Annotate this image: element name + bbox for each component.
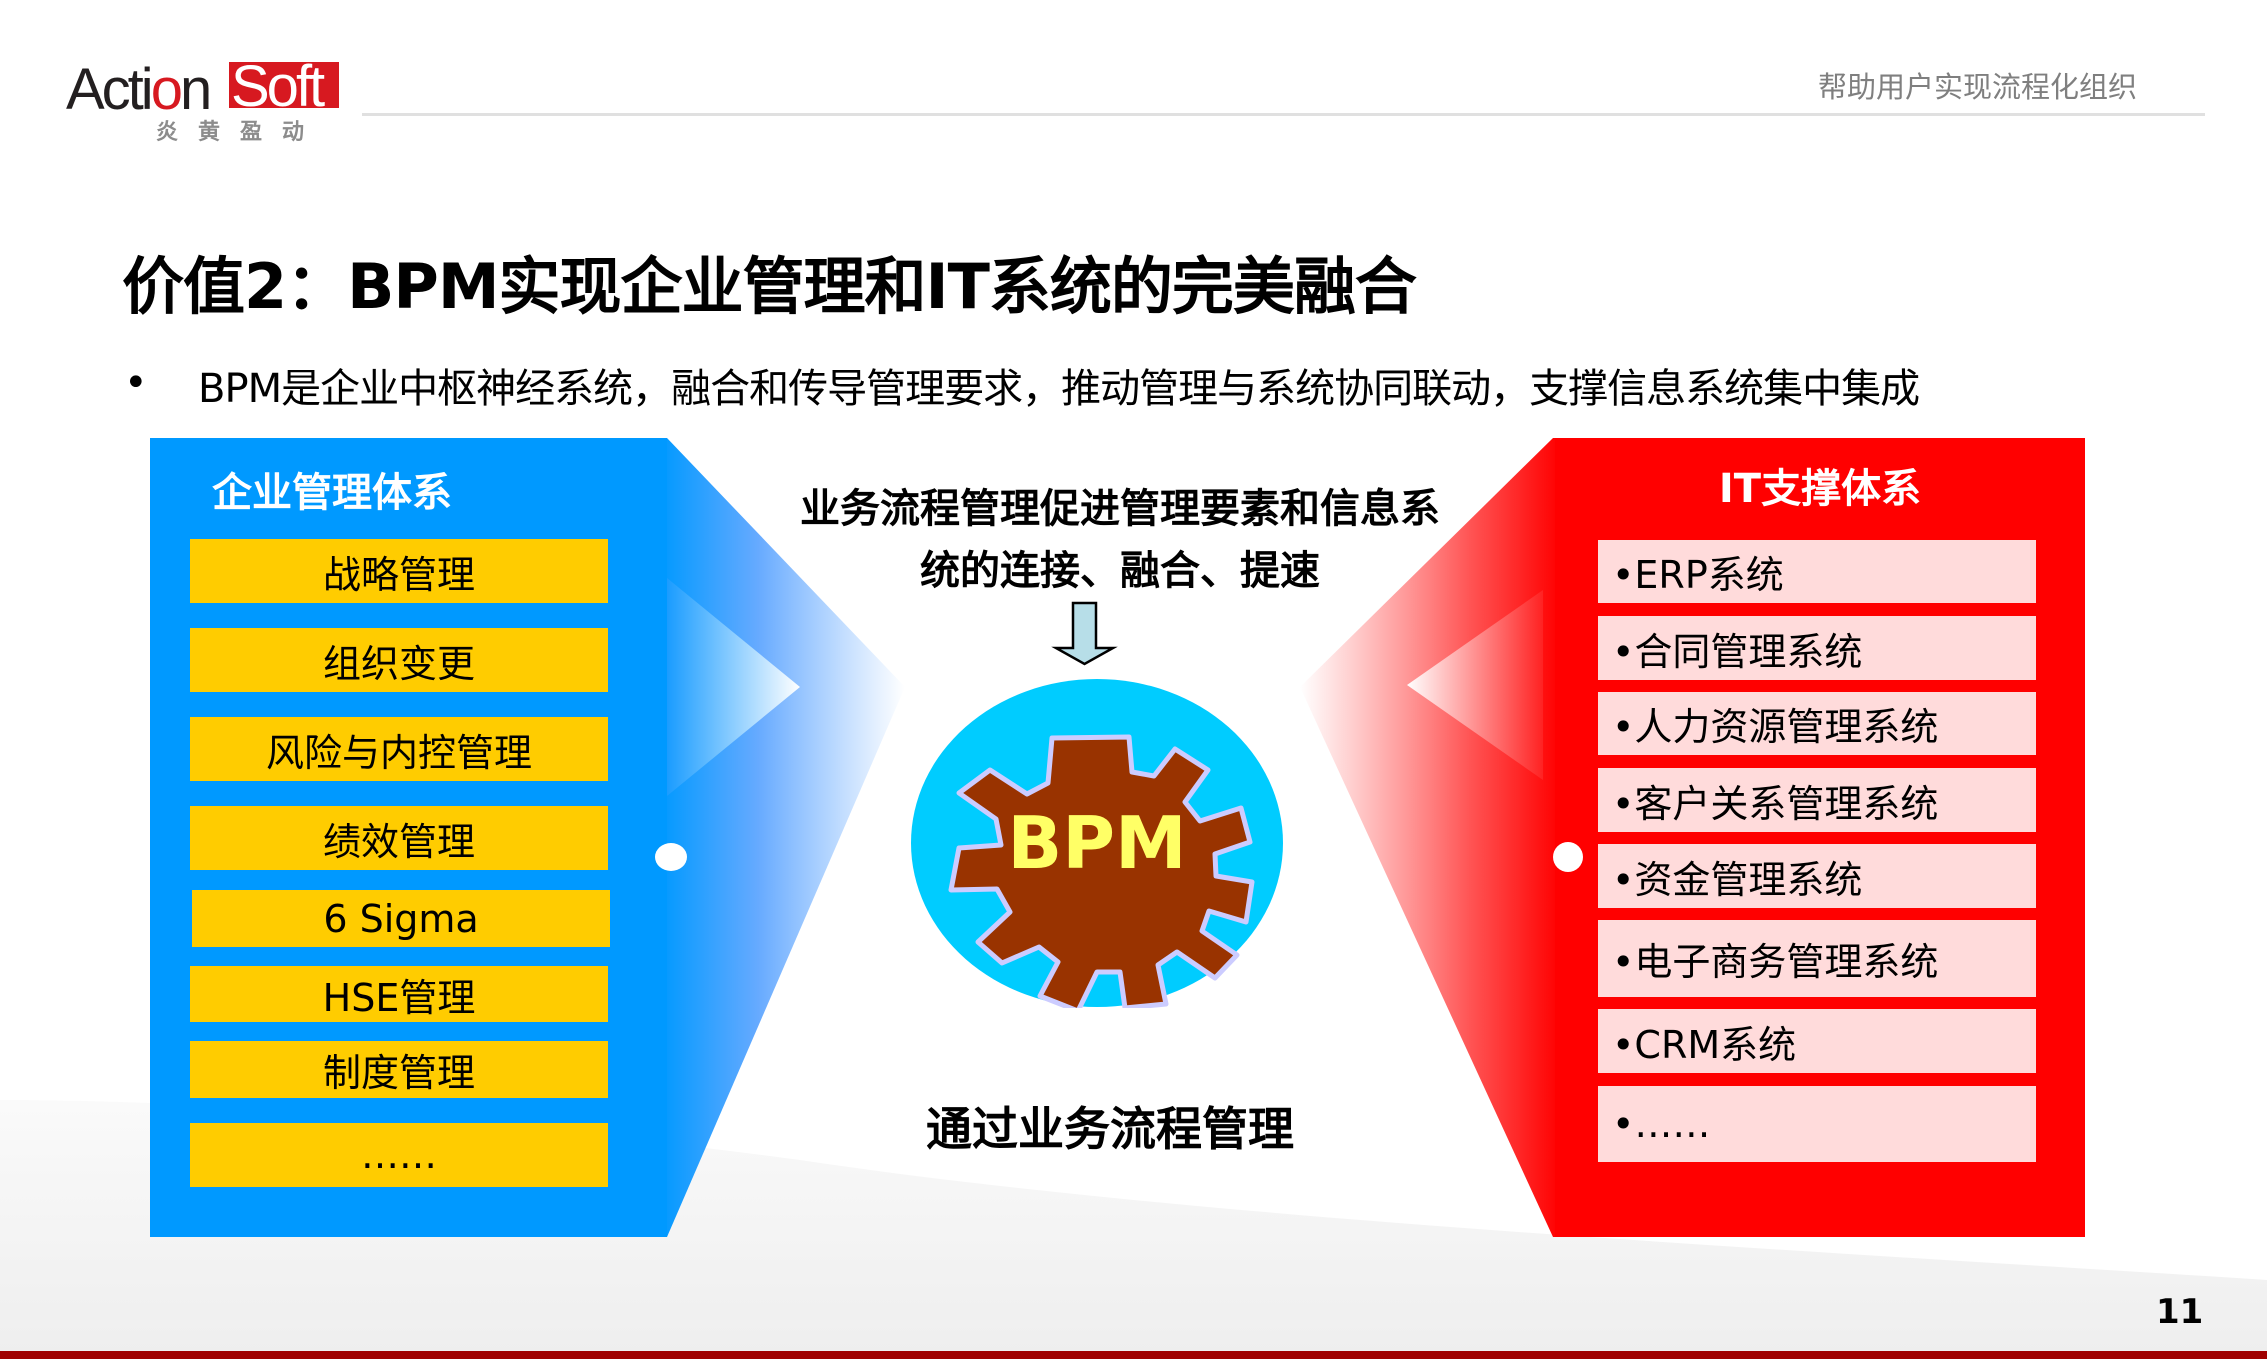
management-item: 6 Sigma (192, 890, 610, 947)
center-caption-line-2: 统的连接、融合、提速 (920, 548, 1320, 594)
logo-text-n: n (179, 57, 212, 122)
center-caption-line-1: 业务流程管理促进管理要素和信息系 (800, 486, 1440, 532)
connector-dot (1553, 842, 1583, 872)
it-system-item: •电子商务管理系统 (1598, 920, 2036, 997)
management-item: 风险与内控管理 (190, 717, 608, 781)
it-system-item: •ERP系统 (1598, 540, 2036, 603)
slide-title: 价值2：BPM实现企业管理和IT系统的完美融合 (122, 250, 1417, 323)
it-system-item: •客户关系管理系统 (1598, 768, 2036, 832)
enterprise-management-panel: 企业管理体系 战略管理 组织变更 风险与内控管理 绩效管理 6 Sigma HS… (150, 438, 687, 1237)
footer-bar (0, 1351, 2267, 1359)
it-system-item: •合同管理系统 (1598, 616, 2036, 680)
page-number: 11 (2156, 1292, 2204, 1332)
header-slogan: 帮助用户实现流程化组织 (1818, 70, 2138, 104)
management-item: HSE管理 (190, 966, 608, 1022)
logo-wordmark-soft: Soft (229, 62, 339, 108)
management-item: 战略管理 (190, 539, 608, 603)
it-system-item: •资金管理系统 (1598, 844, 2036, 908)
actionsoft-logo: Action Soft 炎黄盈动 (66, 58, 346, 148)
bpm-hub: BPM (910, 678, 1284, 1014)
bpm-hub-label: BPM (1007, 801, 1187, 885)
logo-wordmark-action: Action (66, 57, 212, 122)
it-system-item: •…… (1598, 1086, 2036, 1162)
logo-text-acti: Acti (66, 57, 154, 122)
down-arrow-icon (1051, 601, 1118, 666)
management-item: 制度管理 (190, 1041, 608, 1098)
it-system-item: •CRM系统 (1598, 1009, 2036, 1073)
center-caption: 业务流程管理促进管理要素和信息系 统的连接、融合、提速 (760, 478, 1480, 602)
management-item: 绩效管理 (190, 806, 608, 870)
enterprise-management-title: 企业管理体系 (212, 470, 452, 516)
logo-text-o: o (150, 57, 183, 122)
right-connector-arrow (1300, 438, 1560, 1237)
it-support-title: IT支撑体系 (1718, 466, 1922, 512)
bpm-gear-icon (911, 679, 1283, 1014)
it-system-item: •人力资源管理系统 (1598, 692, 2036, 755)
it-support-panel: IT支撑体系 •ERP系统 •合同管理系统 •人力资源管理系统 •客户关系管理系… (1553, 438, 2085, 1237)
bullet-text: BPM是企业中枢神经系统，融合和传导管理要求，推动管理与系统协同联动，支撑信息系… (198, 366, 1920, 412)
bullet-icon: • (124, 360, 148, 406)
management-item: 组织变更 (190, 628, 608, 692)
logo-subtitle: 炎黄盈动 (156, 120, 325, 145)
center-bottom-caption: 通过业务流程管理 (926, 1102, 1294, 1156)
connector-dot (655, 843, 687, 871)
left-connector-arrow (660, 438, 905, 1237)
header-divider (362, 113, 2205, 116)
management-item: …… (190, 1123, 608, 1187)
